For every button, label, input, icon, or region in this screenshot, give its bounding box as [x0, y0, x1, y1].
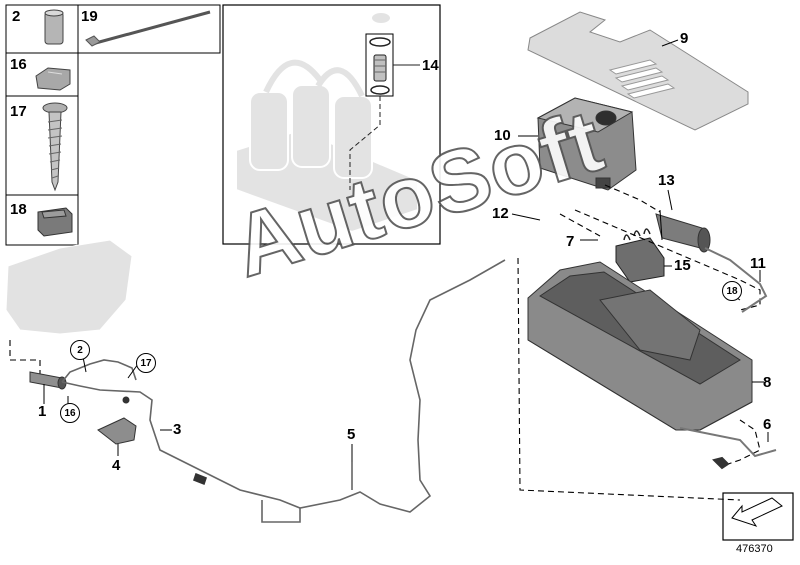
- callout-8: 8: [763, 374, 772, 391]
- part-3-5-harness: [61, 259, 506, 523]
- legend-label-2: 2: [12, 8, 21, 25]
- callout-9: 9: [680, 30, 689, 47]
- callout-3: 3: [173, 421, 182, 438]
- circled-ref-18: 18: [722, 281, 742, 301]
- legend-table: [5, 4, 221, 246]
- callout-13: 13: [658, 172, 675, 189]
- callout-5: 5: [347, 426, 356, 443]
- callout-14: 14: [422, 57, 439, 74]
- circled-ref-17: 17: [136, 353, 156, 373]
- legend-label-17: 17: [10, 103, 27, 120]
- part-1-sensor: [29, 371, 67, 404]
- ghost-body-part: [5, 239, 133, 335]
- diagram-number: 476370: [736, 543, 773, 555]
- legend-label-18: 18: [10, 201, 27, 218]
- callout-10: 10: [494, 127, 511, 144]
- part-18-grommet: [37, 207, 73, 237]
- legend-label-19: 19: [81, 8, 98, 25]
- callout-15: 15: [674, 257, 691, 274]
- part-14-filter: [349, 33, 420, 190]
- part-11-pipe: [704, 247, 768, 313]
- part-6-pipe: [679, 427, 777, 470]
- circled-ref-2: 2: [70, 340, 90, 360]
- callout-1: 1: [38, 403, 47, 420]
- dashed-connections: [9, 184, 761, 501]
- direction-arrow-box: [722, 492, 794, 541]
- legend-label-16: 16: [10, 56, 27, 73]
- part-17-screw: [42, 102, 68, 192]
- callout-11: 11: [750, 255, 766, 272]
- part-10-tank: [518, 97, 637, 191]
- callout-6: 6: [763, 416, 772, 433]
- detail-ghost-bottles: [235, 11, 419, 234]
- part-9-cover-plate: [527, 11, 749, 131]
- part-16-clip: [35, 67, 71, 91]
- part-19-cable-tie: [85, 10, 211, 47]
- callout-4: 4: [112, 457, 121, 474]
- circled-ref-16: 16: [60, 403, 80, 423]
- part-15-valve-block: [615, 228, 672, 283]
- callout-12: 12: [492, 205, 509, 222]
- part-13-pump: [655, 189, 711, 253]
- callout-7: 7: [566, 233, 575, 250]
- part-4-bracket: [97, 396, 137, 456]
- part-2-sleeve: [44, 9, 64, 45]
- detail-inset-frame: [222, 4, 441, 245]
